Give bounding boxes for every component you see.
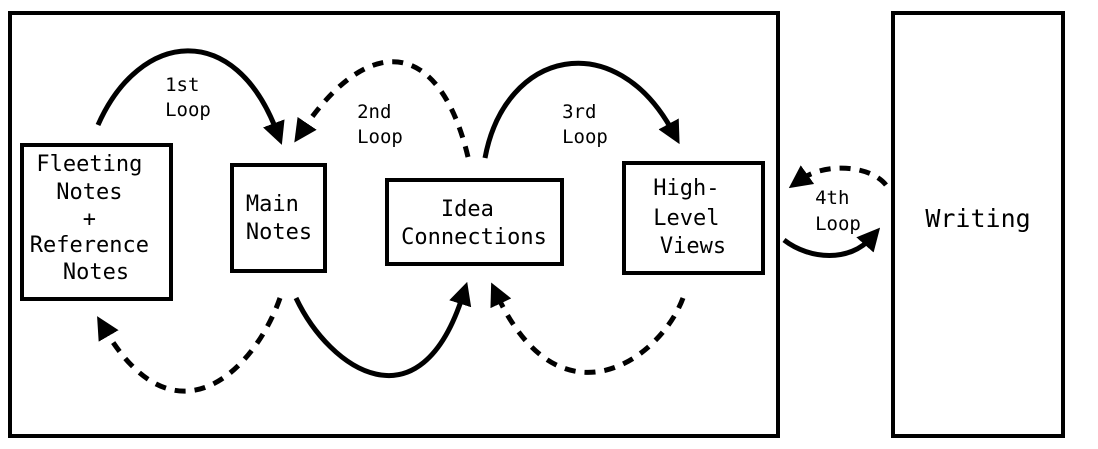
loop-2-label: 2nd Loop [357,101,403,148]
fleeting-line-4: Reference [30,233,149,258]
loop-2-forward-arrow-bottom [293,281,472,378]
loop-3-label: 3rd Loop [562,101,608,148]
fleeting-reference-notes-box [20,143,173,301]
writing-frame [891,11,1065,438]
loop-3-line-2: Loop [562,126,608,148]
idea-line-2: Connections [401,225,547,250]
fleeting-line-5: Notes [63,260,129,285]
main-line-1: Main [246,192,299,217]
high-line-3: Views [660,234,726,259]
loop-2-line-1: 2nd [357,101,391,123]
idea-line-1: Idea [441,197,494,222]
loop-1-forward-arrow [95,48,285,145]
loop-3-forward-arrow [482,60,680,159]
loop-4-label: 4th Loop [815,187,861,235]
main-notes-box [230,163,327,273]
loop-4-line-1: 4th [815,187,849,209]
loop-4-forward-arrow [782,227,881,258]
loop-1-return-arrow [97,297,283,394]
fleeting-line-1: Fleeting [36,152,142,177]
loop-1-line-2: Loop [165,99,211,121]
loop-4-return-arrow [788,165,888,189]
high-level-views-label: High- Level Views [653,176,732,259]
loop-1-label: 1st Loop [165,74,211,121]
main-notes-label: Main Notes [246,192,312,245]
fleeting-line-3: + [83,207,96,232]
loop-3-return-arrow [490,282,686,375]
high-line-1: High- [653,176,719,201]
high-line-2: Level [653,206,719,231]
loop-2-return-arrow-top [294,59,471,158]
high-level-views-box [622,161,765,275]
loop-4-line-2: Loop [815,213,861,235]
fleeting-reference-notes-label: Fleeting Notes + Reference Notes [30,152,162,285]
idea-connections-label: Idea Connections [401,197,547,250]
writing-line-1: Writing [925,204,1030,233]
notes-system-frame [8,11,780,438]
fleeting-line-2: Notes [56,180,122,205]
idea-connections-box [385,178,564,266]
loop-2-line-2: Loop [357,126,403,148]
main-line-2: Notes [246,220,312,245]
writing-label: Writing [925,204,1030,233]
loop-3-line-1: 3rd [562,101,596,123]
loop-1-line-1: 1st [165,74,199,96]
